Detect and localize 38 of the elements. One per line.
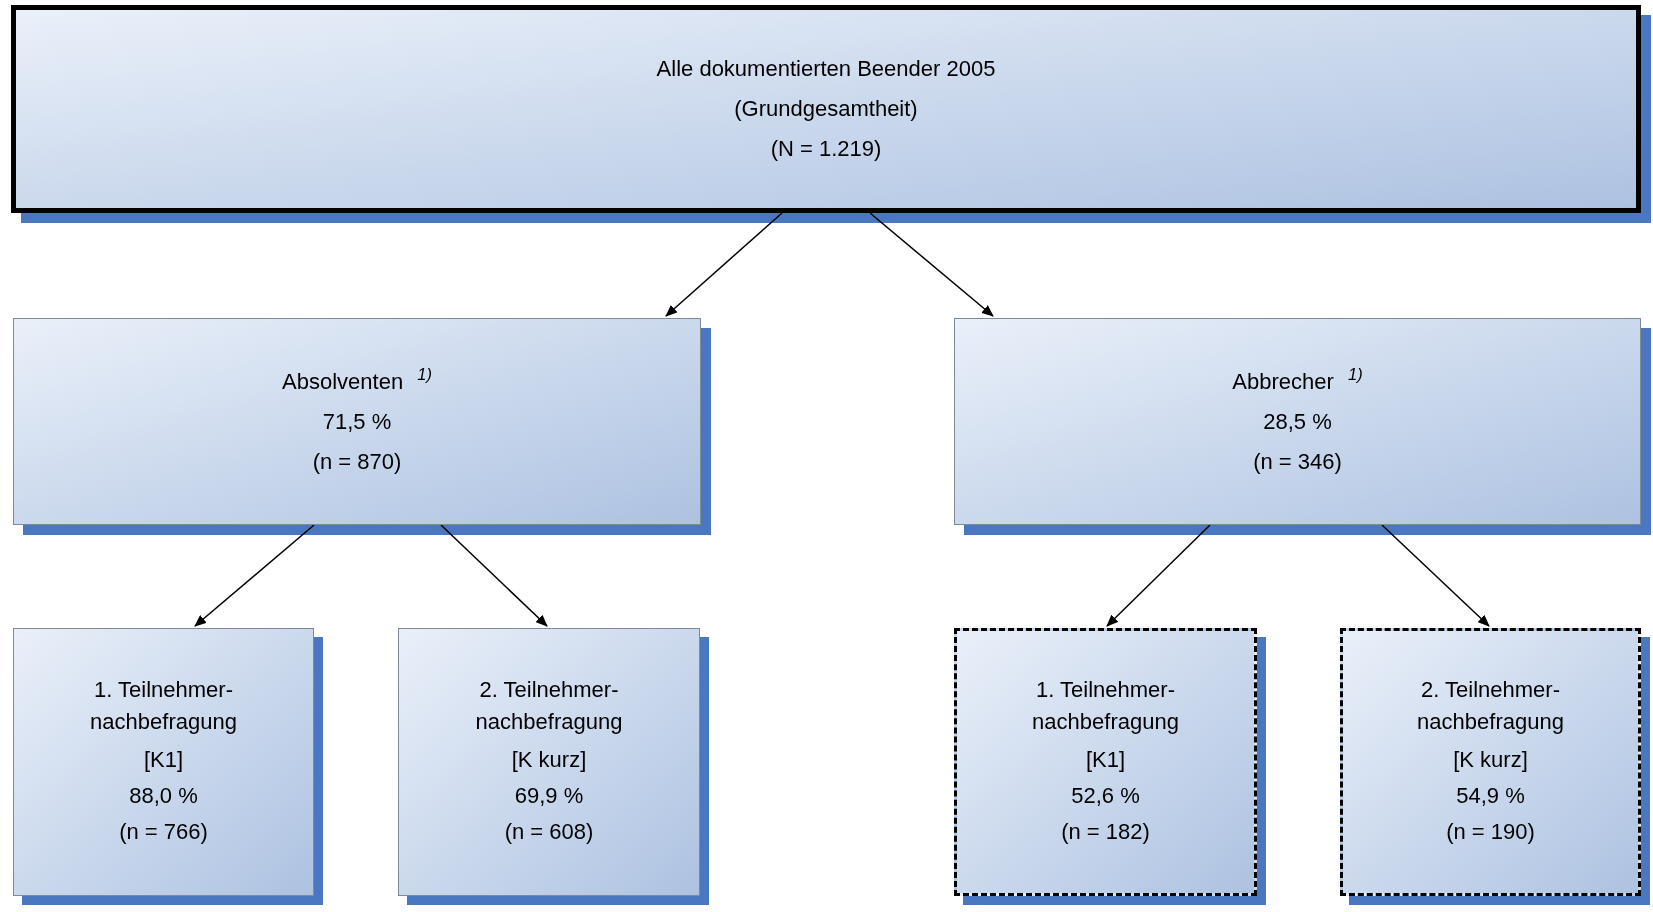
box-text: Absolventen $^{1)}$ xyxy=(282,364,432,396)
arrow xyxy=(869,212,994,317)
box-text: (n = 346) xyxy=(1253,447,1342,476)
box-text: 69,9 % xyxy=(514,782,584,810)
box-text: Abbrecher $^{1)}$ xyxy=(1232,364,1363,396)
box-text: (N = 1.219) xyxy=(770,135,882,163)
box-text: 1. Teilnehmer-nachbefragung xyxy=(1031,676,1180,736)
box-text: 52,6 % xyxy=(1071,782,1140,810)
process-box xyxy=(13,318,701,525)
box-text: (Grundgesamtheit) xyxy=(734,95,918,123)
process-box xyxy=(11,5,1641,213)
process-box xyxy=(13,628,314,896)
box-text: 1. Teilnehmer-nachbefragung xyxy=(89,676,238,736)
box-text: 71,5 % xyxy=(322,407,392,436)
box-text: 88,0 % xyxy=(129,782,198,810)
box-text: (n = 766) xyxy=(119,818,208,846)
box-text: (n = 190) xyxy=(1446,818,1535,846)
arrow xyxy=(1106,524,1211,627)
box-text: [K1] xyxy=(1085,746,1126,774)
box-text: 2. Teilnehmer-nachbefragung xyxy=(474,676,624,736)
box-text: Alle dokumentierten Beender 2005 xyxy=(656,55,996,83)
box-text: 28,5 % xyxy=(1263,407,1332,436)
box-text: [K kurz] xyxy=(1453,746,1528,774)
arrow xyxy=(440,524,548,627)
process-box xyxy=(1340,628,1641,896)
arrow xyxy=(194,524,315,627)
process-box xyxy=(398,628,700,896)
process-box xyxy=(954,628,1257,896)
box-text: (n = 870) xyxy=(312,447,402,476)
arrow xyxy=(665,212,783,317)
arrow xyxy=(1381,524,1490,627)
box-text: (n = 182) xyxy=(1061,818,1150,846)
process-box xyxy=(954,318,1641,525)
box-text: 2. Teilnehmer-nachbefragung xyxy=(1416,676,1565,736)
box-text: 54,9 % xyxy=(1456,782,1525,810)
box-text: [K1] xyxy=(143,746,184,774)
box-text: [K kurz] xyxy=(511,746,587,774)
box-text: (n = 608) xyxy=(504,818,594,846)
